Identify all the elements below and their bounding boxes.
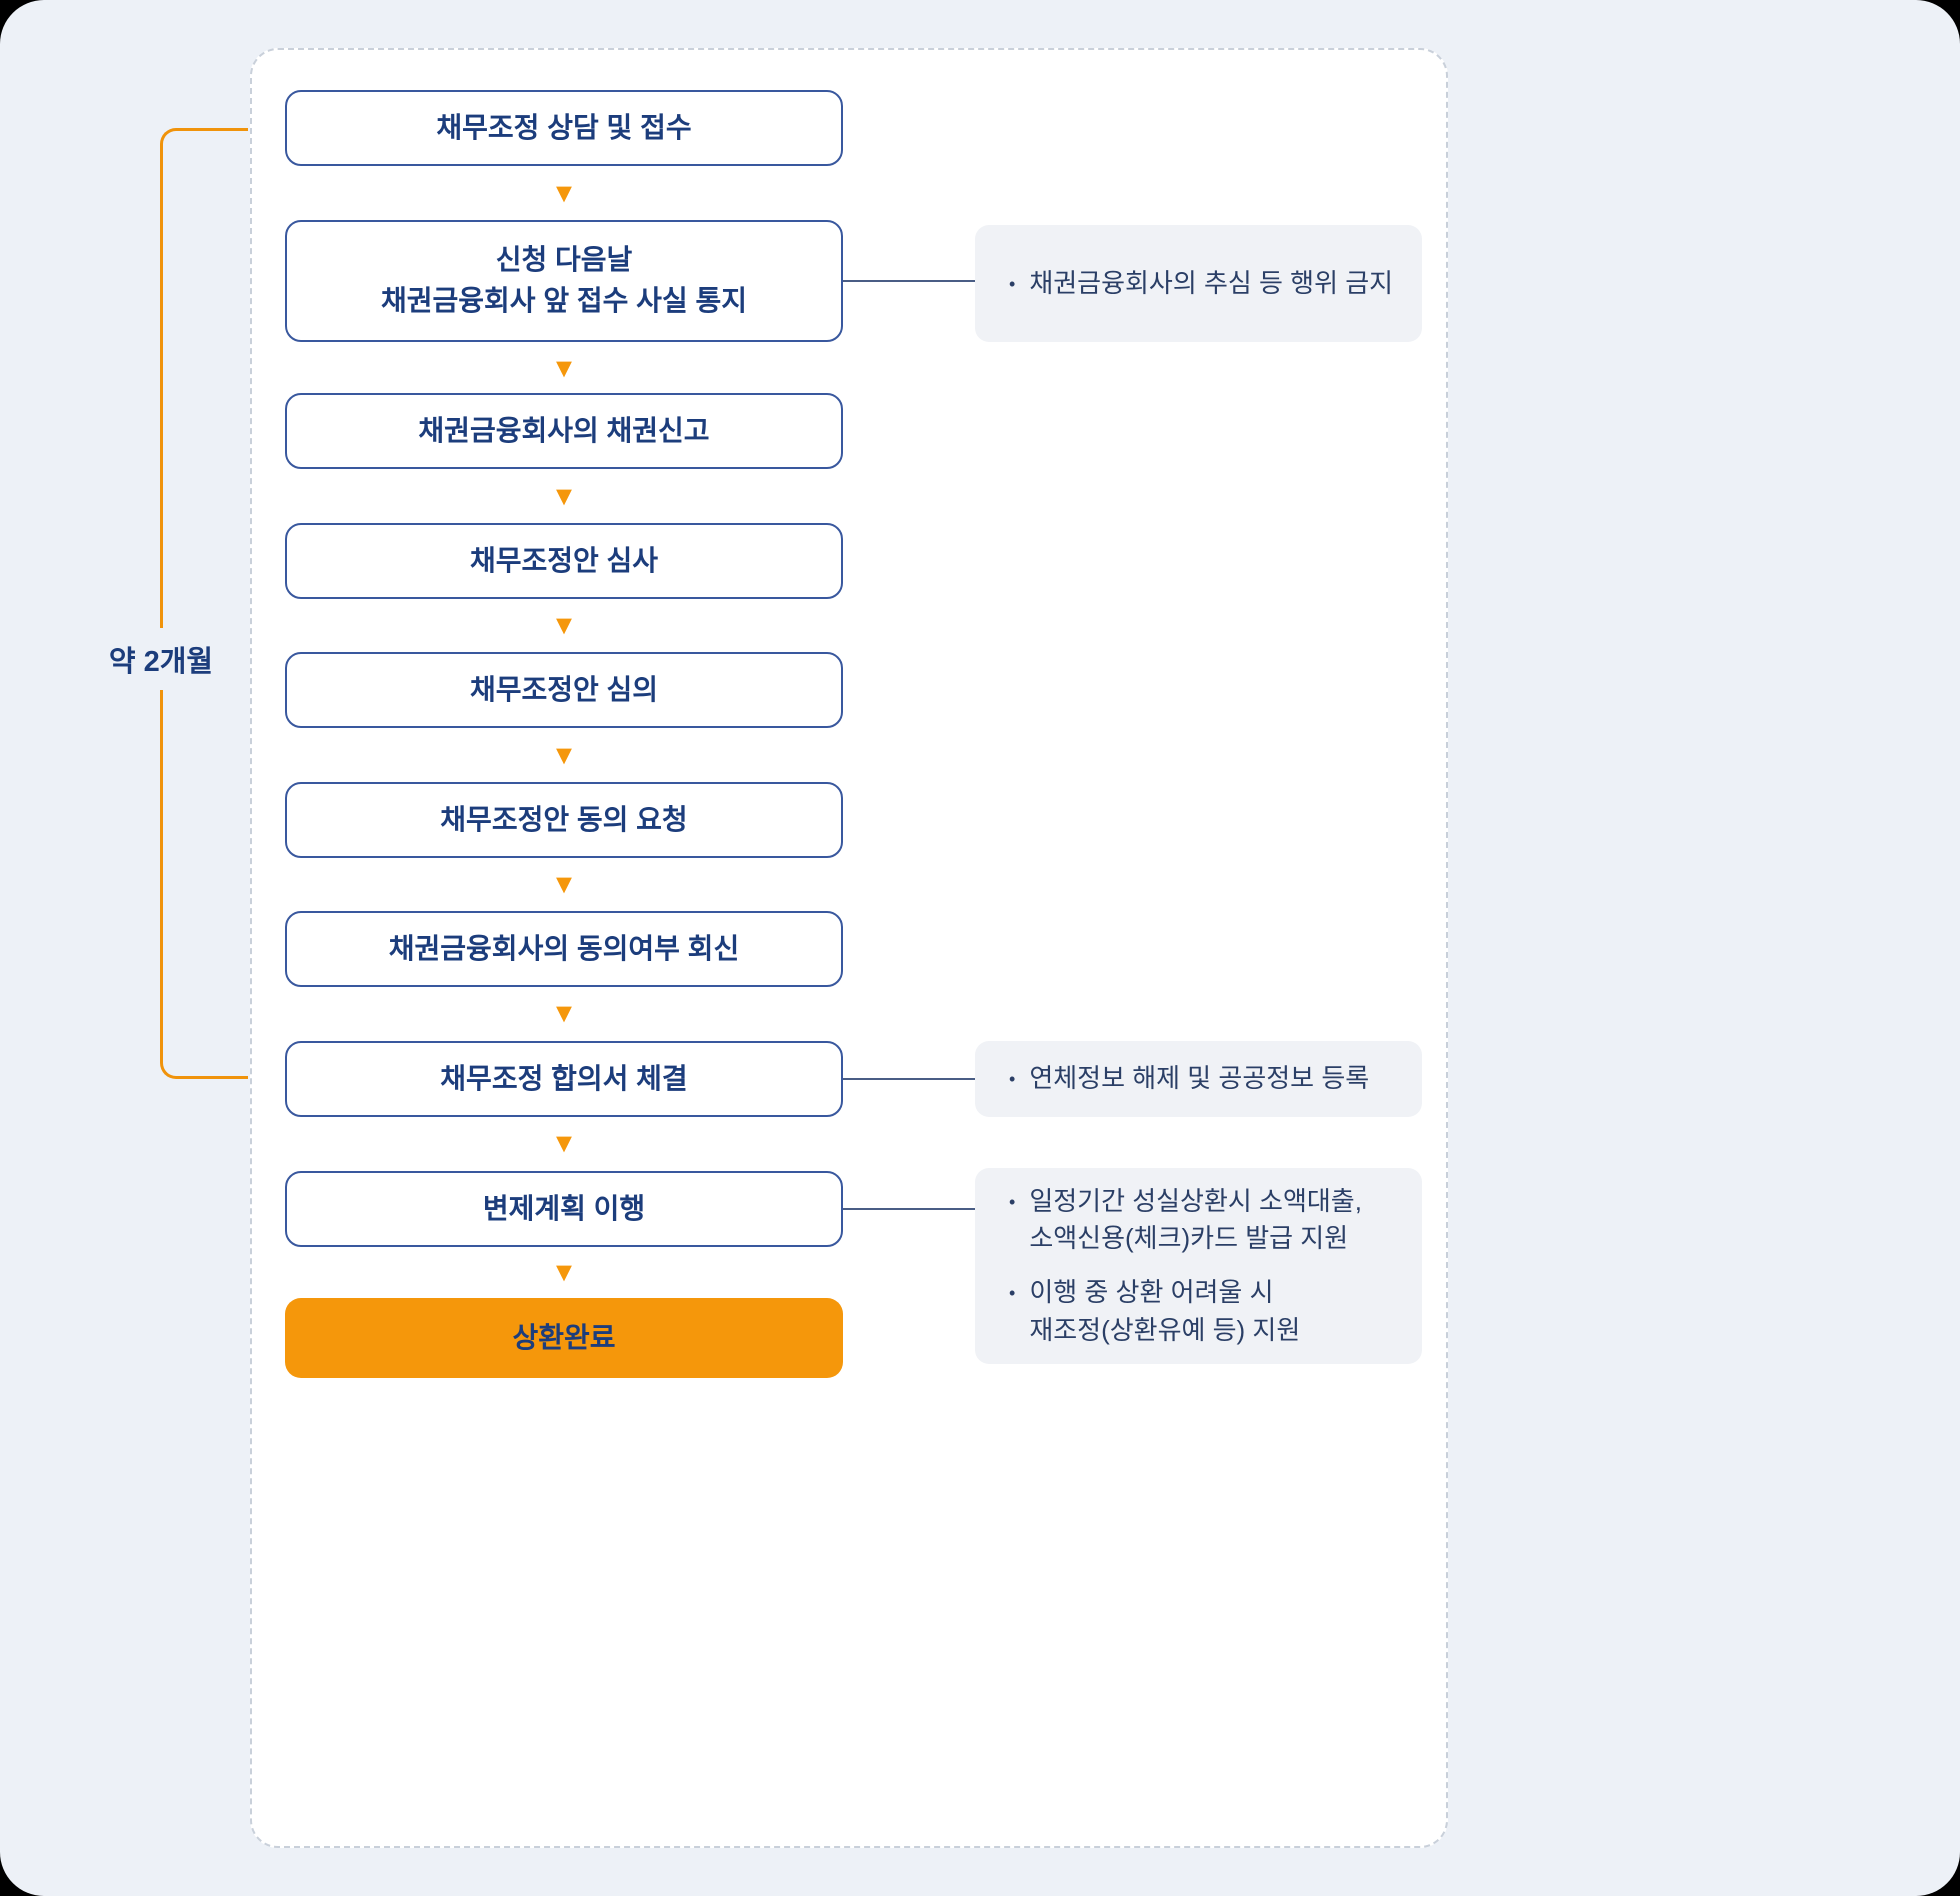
note-text: 일정기간 성실상환시 소액대출, 소액신용(체크)카드 발급 지원 [1029, 1185, 1362, 1254]
flow-step-label: 채권금융회사의 동의여부 회신 [388, 932, 740, 964]
flow-step-plan-deliberation: 채무조정안 심의 [285, 652, 843, 728]
flow-step-repayment-complete: 상환완료 [285, 1298, 843, 1378]
flow-step-plan-screening: 채무조정안 심사 [285, 523, 843, 599]
arrow-down-icon: ▼ [550, 869, 578, 899]
bullet-icon: • [1009, 1283, 1016, 1303]
flow-step-repayment-plan: 변제계획 이행 [285, 1171, 843, 1247]
duration-bracket [160, 128, 248, 1079]
duration-label: 약 2개월 [96, 628, 226, 690]
note-connector [843, 280, 975, 282]
note-item: • 연체정보 해제 및 공공정보 등록 [1009, 1060, 1394, 1098]
note-card-support: • 일정기간 성실상환시 소액대출, 소액신용(체크)카드 발급 지원 • 이행… [975, 1168, 1422, 1364]
note-connector [843, 1208, 975, 1210]
flow-step-label: 변제계획 이행 [482, 1192, 646, 1224]
flow-step-label: 상환완료 [512, 1321, 616, 1353]
arrow-down-icon: ▼ [550, 998, 578, 1028]
flow-step-label: 채무조정 상담 및 접수 [436, 111, 692, 143]
flow-step-consent-reply: 채권금융회사의 동의여부 회신 [285, 911, 843, 987]
flow-step-label: 채무조정 합의서 체결 [440, 1062, 688, 1094]
arrow-down-icon: ▼ [550, 481, 578, 511]
flow-step-label: 채무조정안 심사 [469, 544, 659, 576]
arrow-down-icon: ▼ [550, 353, 578, 383]
flow-step-label: 채권금융회사의 채권신고 [418, 414, 710, 446]
note-item: • 일정기간 성실상환시 소액대출, 소액신용(체크)카드 발급 지원 [1009, 1183, 1394, 1258]
bullet-icon: • [1009, 1191, 1016, 1212]
arrow-down-icon: ▼ [550, 178, 578, 208]
note-text: 이행 중 상환 어려울 시 재조정(상환유예 등) 지원 [1029, 1277, 1301, 1345]
flow-step-claim-report: 채권금융회사의 채권신고 [285, 393, 843, 469]
flow-step-agreement-signed: 채무조정 합의서 체결 [285, 1041, 843, 1117]
note-card-collection-ban: • 채권금융회사의 추심 등 행위 금지 [975, 225, 1422, 342]
flow-step-notify-creditors: 신청 다음날 채권금융회사 앞 접수 사실 통지 [285, 220, 843, 342]
note-text: 채권금융회사의 추심 등 행위 금지 [1029, 267, 1394, 298]
bullet-icon: • [1009, 1069, 1016, 1089]
note-item: • 이행 중 상환 어려울 시 재조정(상환유예 등) 지원 [1009, 1274, 1394, 1349]
arrow-down-icon: ▼ [550, 610, 578, 640]
note-connector [843, 1078, 975, 1080]
note-item: • 채권금융회사의 추심 등 행위 금지 [1009, 265, 1394, 303]
note-card-info-registration: • 연체정보 해제 및 공공정보 등록 [975, 1041, 1422, 1117]
arrow-down-icon: ▼ [550, 1257, 578, 1287]
flow-step-label: 채무조정안 동의 요청 [440, 803, 688, 835]
flow-step-consent-request: 채무조정안 동의 요청 [285, 782, 843, 858]
flow-step-label: 채무조정안 심의 [469, 673, 659, 705]
arrow-down-icon: ▼ [550, 740, 578, 770]
note-text: 연체정보 해제 및 공공정보 등록 [1029, 1063, 1370, 1093]
bullet-icon: • [1009, 273, 1016, 294]
flow-step-label: 신청 다음날 채권금융회사 앞 접수 사실 통지 [381, 244, 747, 316]
flow-step-consult-receive: 채무조정 상담 및 접수 [285, 90, 843, 166]
arrow-down-icon: ▼ [550, 1128, 578, 1158]
